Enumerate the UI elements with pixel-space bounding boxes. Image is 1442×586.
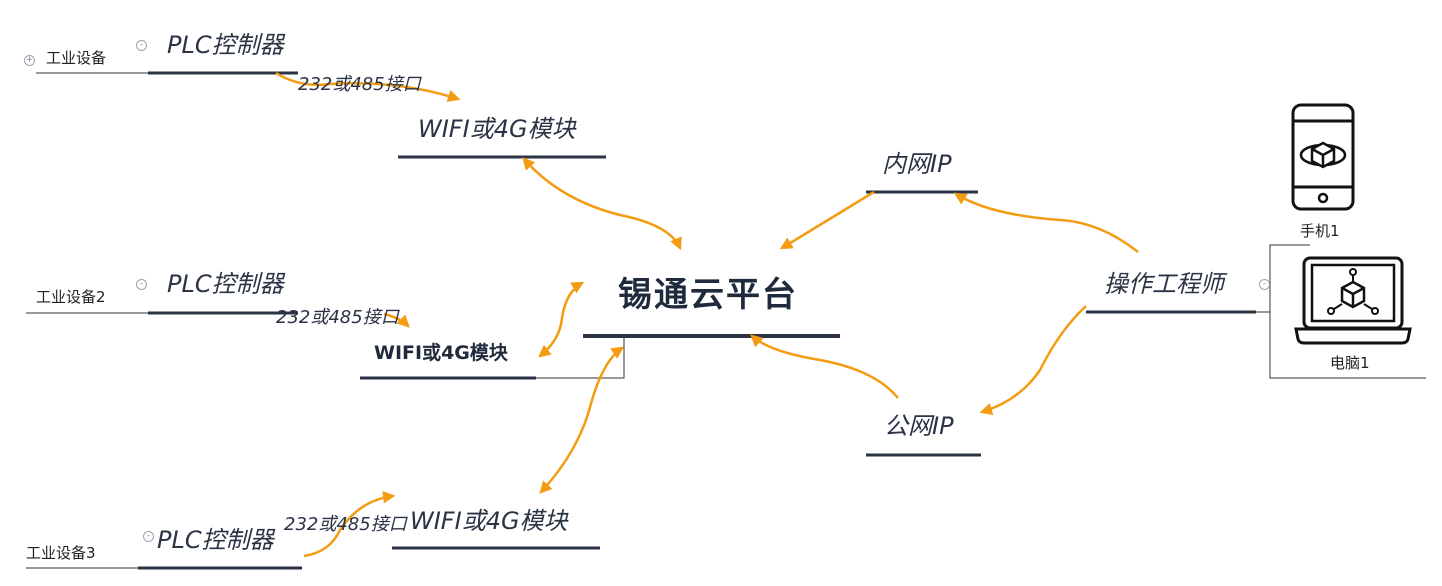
module-3-label[interactable]: WIFI或4G模块 xyxy=(410,507,568,535)
intranet-ip-label[interactable]: 内网IP xyxy=(882,150,952,178)
plc-3-label[interactable]: PLC控制器 xyxy=(157,526,274,554)
engineer-bracket-lower xyxy=(1269,312,1426,379)
collapse-circle-icon[interactable]: - xyxy=(1259,279,1270,290)
engineer-label[interactable]: 操作工程师 xyxy=(1104,270,1224,298)
arrow-engineer-intranet xyxy=(953,192,1139,253)
engineer-bracket xyxy=(1256,244,1310,313)
arrow-engineer-public xyxy=(979,305,1087,415)
module-2-label[interactable]: WIFI或4G模块 xyxy=(374,342,508,364)
arrow-public-center xyxy=(750,334,899,399)
device-2-label[interactable]: 工业设备2 xyxy=(36,288,106,306)
arrow-plc1-module1 xyxy=(275,71,461,102)
plc-2-label[interactable]: PLC控制器 xyxy=(167,270,284,298)
collapse-circle-icon[interactable]: - xyxy=(143,531,154,542)
device-3-label[interactable]: 工业设备3 xyxy=(26,544,96,562)
arrow-plc3-module3 xyxy=(303,491,396,558)
laptop-cube-icon xyxy=(1294,255,1412,347)
device-1-label[interactable]: 工业设备 xyxy=(46,49,107,67)
collapse-circle-icon[interactable]: - xyxy=(136,279,147,290)
phone-label[interactable]: 手机1 xyxy=(1300,222,1340,240)
central-topic[interactable]: 锡通云平台 xyxy=(618,275,798,315)
arrow-module1-center xyxy=(522,157,682,251)
module-1-label[interactable]: WIFI或4G模块 xyxy=(418,115,576,143)
expand-circle-icon[interactable]: + xyxy=(24,55,35,66)
smartphone-cube-icon xyxy=(1290,103,1356,211)
arrow-intranet-center xyxy=(779,190,875,250)
interface-3-label[interactable]: 232或485接口 xyxy=(284,514,407,535)
pc-label[interactable]: 电脑1 xyxy=(1330,354,1370,372)
public-ip-label[interactable]: 公网IP xyxy=(884,412,954,440)
interface-1-label[interactable]: 232或485接口 xyxy=(298,74,421,95)
interface-2-label[interactable]: 232或485接口 xyxy=(276,307,399,328)
arrow-plc2-module2 xyxy=(383,312,410,328)
arrow-module2-center xyxy=(538,281,585,358)
arrow-module3-center xyxy=(539,346,625,494)
plc-1-label[interactable]: PLC控制器 xyxy=(167,31,284,59)
collapse-circle-icon[interactable]: - xyxy=(136,40,147,51)
